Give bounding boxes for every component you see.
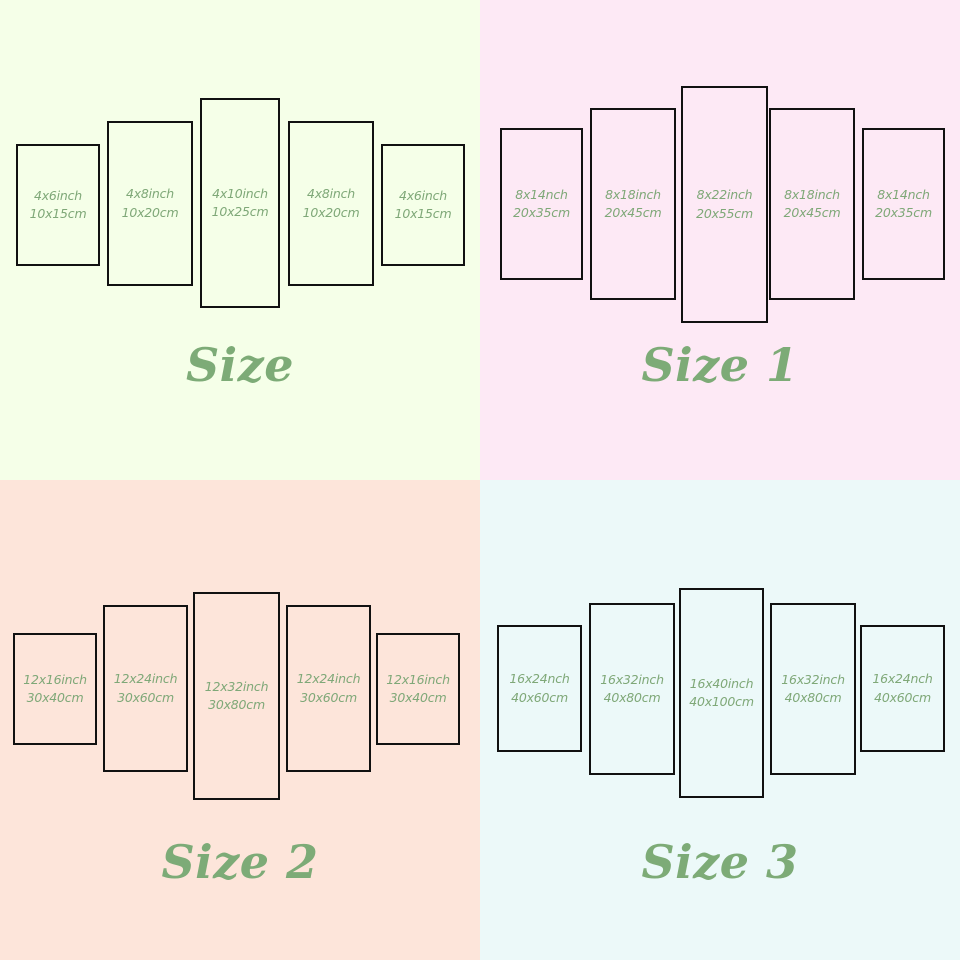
panel-size-centimeters: 10x20cm	[302, 204, 360, 220]
panel-size-centimeters: 40x60cm	[874, 689, 931, 705]
panel-size-centimeters: 10x15cm	[29, 206, 87, 221]
panel-size-label: 16x32inch 40x80cm	[600, 671, 664, 707]
panel-size-label: 16x24nch 40x60cm	[872, 670, 933, 706]
panel-cluster: 16x24nch 40x60cm 16x32inch 40x80cm 16x40inch…	[480, 480, 960, 960]
panel-size-centimeters: 10x25cm	[211, 204, 269, 219]
panel-size-inches: 4x6inch	[33, 187, 83, 203]
panel-size-centimeters: 30x60cm	[300, 689, 357, 705]
panel-size-label: 8x14nch 20x35cm	[513, 186, 570, 222]
panel-size-inches: 16x32inch	[600, 671, 664, 687]
quadrant-title-size-2: Size 2	[161, 835, 319, 889]
canvas-panel[interactable]: 8x14nch 20x35cm	[500, 128, 583, 280]
size-panel-group-size: 4x6inch 10x15cm 4x8inch 10x20cm 4x10inch 10x2…	[0, 0, 480, 480]
panel-size-inches: 16x40inch	[689, 675, 754, 691]
panel-size-label: 12x16inch 30x40cm	[386, 671, 450, 707]
panel-size-centimeters: 40x80cm	[784, 690, 842, 705]
canvas-panel[interactable]: 12x24inch 30x60cm	[286, 605, 371, 772]
canvas-panel[interactable]: 12x32inch 30x80cm	[193, 592, 280, 800]
canvas-panel[interactable]: 4x6inch 10x15cm	[381, 144, 465, 266]
panel-size-label: 12x24inch 30x60cm	[114, 670, 178, 706]
canvas-panel[interactable]: 16x24nch 40x60cm	[497, 625, 582, 752]
canvas-panel[interactable]: 16x24nch 40x60cm	[860, 625, 945, 752]
panel-size-label: 4x8inch 10x20cm	[303, 185, 360, 221]
panel-size-inches: 4x10inch	[212, 185, 268, 201]
panel-size-inches: 8x18inch	[605, 186, 661, 202]
size-panel-group-size-1: 8x14nch 20x35cm 8x18inch 20x45cm 8x22inch 20x…	[480, 0, 960, 480]
panel-size-label: 12x32inch 30x80cm	[205, 678, 269, 714]
canvas-panel[interactable]: 16x32inch 40x80cm	[770, 603, 856, 775]
panel-size-centimeters: 40x60cm	[511, 689, 568, 705]
canvas-panel[interactable]: 4x10inch 10x25cm	[200, 98, 280, 308]
panel-size-centimeters: 40x80cm	[603, 690, 661, 705]
panel-size-inches: 12x16inch	[386, 671, 450, 687]
panel-size-centimeters: 10x20cm	[121, 204, 179, 220]
panel-cluster: 12x16inch 30x40cm 12x24inch 30x60cm 12x32inc…	[0, 480, 480, 960]
panel-size-label: 16x40inch 40x100cm	[689, 675, 754, 711]
panel-size-label: 8x22inch 20x55cm	[696, 186, 753, 222]
quadrant-title-size-1: Size 1	[641, 338, 799, 392]
panel-size-label: 8x18inch 20x45cm	[605, 186, 662, 222]
size-panel-group-size-3: 16x24nch 40x60cm 16x32inch 40x80cm 16x40inch…	[480, 480, 960, 960]
size-panel-group-size-2: 12x16inch 30x40cm 12x24inch 30x60cm 12x32inc…	[0, 480, 480, 960]
canvas-panel[interactable]: 8x18inch 20x45cm	[769, 108, 855, 300]
panel-size-centimeters: 20x35cm	[513, 205, 570, 220]
panel-size-inches: 16x24nch	[509, 671, 570, 687]
panel-size-inches: 4x8inch	[306, 186, 356, 202]
panel-size-inches: 16x32inch	[781, 671, 845, 687]
panel-size-label: 16x24nch 40x60cm	[509, 670, 570, 706]
panel-size-label: 4x6inch 10x15cm	[30, 187, 87, 223]
panel-size-centimeters: 30x80cm	[208, 697, 265, 712]
panel-size-centimeters: 10x15cm	[394, 206, 452, 221]
panel-size-label: 4x10inch 10x25cm	[212, 185, 269, 221]
panel-size-centimeters: 20x45cm	[783, 205, 841, 220]
panel-size-centimeters: 30x40cm	[26, 690, 84, 705]
canvas-panel[interactable]: 16x40inch 40x100cm	[679, 588, 764, 798]
panel-size-label: 12x16inch 30x40cm	[23, 671, 87, 707]
canvas-panel[interactable]: 4x8inch 10x20cm	[107, 121, 193, 286]
canvas-panel[interactable]: 8x18inch 20x45cm	[590, 108, 676, 300]
panel-size-inches: 12x32inch	[204, 678, 269, 694]
canvas-panel[interactable]: 12x16inch 30x40cm	[376, 633, 460, 745]
panel-size-inches: 8x14nch	[515, 186, 568, 202]
panel-size-inches: 4x8inch	[125, 186, 175, 202]
canvas-panel[interactable]: 16x32inch 40x80cm	[589, 603, 675, 775]
panel-size-centimeters: 40x100cm	[689, 694, 754, 709]
panel-size-inches: 12x24inch	[296, 671, 361, 687]
panel-size-label: 8x18inch 20x45cm	[784, 186, 841, 222]
panel-size-inches: 12x16inch	[23, 671, 87, 687]
panel-size-centimeters: 30x60cm	[117, 689, 174, 705]
panel-size-label: 12x24inch 30x60cm	[297, 670, 361, 706]
canvas-panel[interactable]: 8x14nch 20x35cm	[862, 128, 945, 280]
panel-size-inches: 8x14nch	[877, 186, 930, 202]
panel-size-centimeters: 20x35cm	[875, 205, 932, 220]
quadrant-title-size-3: Size 3	[641, 835, 799, 889]
panel-size-inches: 4x6inch	[398, 187, 448, 203]
panel-size-inches: 8x18inch	[784, 186, 840, 202]
canvas-panel[interactable]: 12x24inch 30x60cm	[103, 605, 188, 772]
panel-size-centimeters: 20x45cm	[604, 205, 662, 220]
canvas-panel[interactable]: 4x6inch 10x15cm	[16, 144, 100, 266]
canvas-panel[interactable]: 8x22inch 20x55cm	[681, 86, 768, 323]
panel-size-label: 4x6inch 10x15cm	[395, 187, 452, 223]
panel-cluster: 8x14nch 20x35cm 8x18inch 20x45cm 8x22inch 20x…	[480, 0, 960, 480]
panel-size-inches: 16x24nch	[872, 671, 933, 687]
panel-size-centimeters: 20x55cm	[696, 205, 753, 221]
panel-cluster: 4x6inch 10x15cm 4x8inch 10x20cm 4x10inch 10x2…	[0, 0, 480, 480]
quadrant-title-size: Size	[185, 338, 295, 392]
canvas-panel[interactable]: 4x8inch 10x20cm	[288, 121, 374, 286]
panel-size-centimeters: 30x40cm	[389, 690, 447, 705]
panel-size-label: 4x8inch 10x20cm	[122, 185, 179, 221]
panel-size-inches: 12x24inch	[113, 671, 178, 687]
canvas-panel[interactable]: 12x16inch 30x40cm	[13, 633, 97, 745]
panel-size-label: 16x32inch 40x80cm	[781, 671, 845, 707]
panel-size-label: 8x14nch 20x35cm	[875, 186, 932, 222]
panel-size-inches: 8x22inch	[696, 187, 753, 203]
